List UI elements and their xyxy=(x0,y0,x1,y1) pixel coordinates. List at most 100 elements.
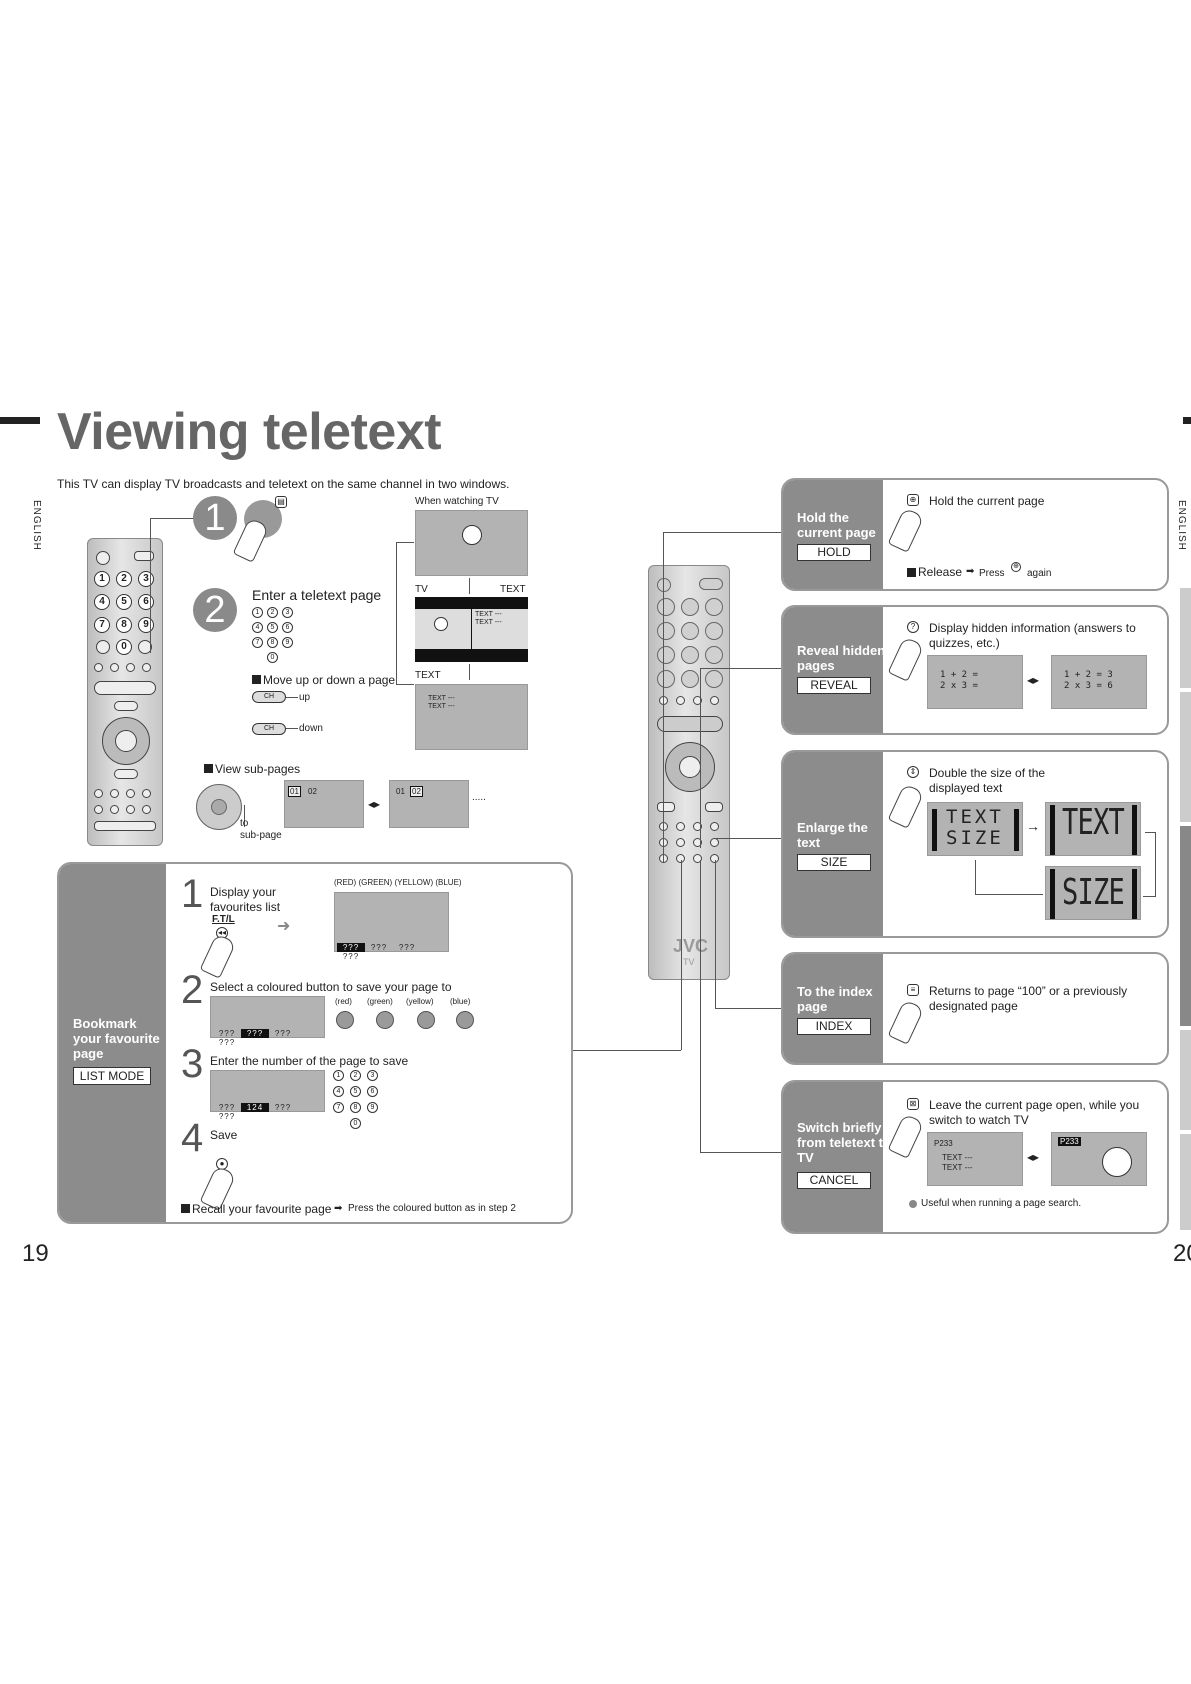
balloon-icon xyxy=(1102,1147,1132,1177)
screen-text-line: TEXT --- xyxy=(475,611,502,618)
balloon-icon xyxy=(462,525,482,545)
reveal-key: REVEAL xyxy=(797,677,871,694)
bookmark-title: Bookmark your favourite page xyxy=(73,1016,160,1061)
subpage-num: 01 xyxy=(396,787,405,796)
small-button xyxy=(126,789,135,798)
teletext-key xyxy=(693,822,702,831)
save-slot-screen: ???????????? xyxy=(210,996,325,1047)
page-number-left: 19 xyxy=(22,1240,49,1267)
favourites-tab-bar: ???????????? xyxy=(337,943,448,961)
num-button-1: 1 xyxy=(94,571,110,587)
bookmark-step-4-text: Save xyxy=(210,1128,238,1142)
move-page-text: Move up or down a page xyxy=(263,673,396,687)
num-button-4: 4 xyxy=(94,594,110,610)
mini-num-8: 8 xyxy=(350,1102,361,1113)
text-word: TEXT xyxy=(946,806,1004,828)
mini-num-7: 7 xyxy=(252,637,263,648)
text-bar xyxy=(932,809,937,851)
text-bar xyxy=(1132,805,1137,855)
bookmark-step-2-text: Select a coloured button to save your pa… xyxy=(210,980,452,994)
entry-tab-red: ??? xyxy=(218,1103,236,1112)
teletext-key xyxy=(710,822,719,831)
edge-tab xyxy=(1180,1134,1191,1230)
swap-arrow-icon: ◂▸ xyxy=(1027,1150,1040,1164)
bookmark-step-4-num: 4 xyxy=(181,1116,204,1160)
list-mode-key: LIST MODE xyxy=(73,1067,151,1085)
step-1-badge: 1 xyxy=(193,496,237,540)
save-tab-blue: ??? xyxy=(218,1038,236,1047)
recall-text: Recall your favourite page xyxy=(192,1202,332,1216)
colour-button-strip xyxy=(94,681,156,695)
teletext-key xyxy=(710,854,719,863)
screen-text-line: TEXT --- xyxy=(942,1153,973,1162)
mode-label-tv: TV xyxy=(415,584,428,595)
page-number-highlight: P233 xyxy=(1058,1137,1081,1146)
hand-pointer-icon xyxy=(232,517,270,563)
reveal-side: Reveal hidden pages REVEAL xyxy=(783,607,885,733)
bookmark-panel: Bookmark your favourite page LIST MODE 1… xyxy=(57,862,573,1224)
small-button xyxy=(693,696,702,705)
connector-line xyxy=(573,1050,681,1051)
right-arrow-icon: ➜ xyxy=(277,918,291,935)
tv-view-screen: P233 xyxy=(1051,1132,1147,1186)
answer-line: 2 x 3 = 6 xyxy=(1064,681,1113,691)
subpage-screen-1: 01 02 xyxy=(284,780,364,828)
screen-text-line: TEXT --- xyxy=(942,1163,973,1172)
small-button xyxy=(126,663,135,672)
num-button-2: 2 xyxy=(116,571,132,587)
num-button xyxy=(705,646,723,664)
text-bar xyxy=(1050,869,1055,919)
subpage-active-num: 02 xyxy=(410,786,423,797)
split-tv-half xyxy=(415,609,471,649)
mini-num-4: 4 xyxy=(252,622,263,633)
power-button xyxy=(96,551,110,565)
swap-arrow-icon: ◂▸ xyxy=(368,797,381,811)
mode-label-text-only: TEXT xyxy=(415,670,441,681)
text-button xyxy=(138,640,152,654)
quiz-line: 2 x 3 = xyxy=(940,681,978,691)
save-tab-yellow: ??? xyxy=(274,1029,292,1038)
mini-num-2: 2 xyxy=(267,607,278,618)
index-side: To the index page INDEX xyxy=(783,954,883,1063)
bracket-line xyxy=(396,542,414,543)
mini-num-5: 5 xyxy=(350,1086,361,1097)
header-bar-right xyxy=(1183,417,1191,424)
colour-label-red: (red) xyxy=(335,997,352,1006)
red-button-icon xyxy=(336,1011,354,1029)
teletext-key xyxy=(710,838,719,847)
edge-tab xyxy=(1180,588,1191,688)
tv-button xyxy=(134,551,154,561)
small-button xyxy=(94,789,103,798)
arrow-icon: ➡ xyxy=(966,566,975,577)
leader-line xyxy=(244,805,245,827)
teletext-key xyxy=(676,854,685,863)
fav-tab-green: ??? xyxy=(370,943,388,952)
subpage-screen-2: 01 02 xyxy=(389,780,469,828)
bookmark-step-3-text: Enter the number of the page to save xyxy=(210,1054,409,1068)
cancel-tip: Leave the current page open, while you s… xyxy=(929,1098,1140,1127)
mini-num-0: 0 xyxy=(267,652,278,663)
num-button-7: 7 xyxy=(94,617,110,633)
cancel-note: Useful when running a page search. xyxy=(921,1198,1082,1209)
connector-line xyxy=(663,532,664,862)
enlarge-title: Enlarge the text xyxy=(797,820,868,850)
screen-text-line: TEXT --- xyxy=(475,619,502,626)
teletext-key xyxy=(676,838,685,847)
ch-up-button xyxy=(114,701,138,711)
text-bar xyxy=(1050,805,1055,855)
screen-text-line: TEXT --- xyxy=(428,695,455,702)
mini-num-8: 8 xyxy=(267,637,278,648)
index-panel: To the index page INDEX ≡ Returns to pag… xyxy=(781,952,1169,1065)
to-subpage-label: to sub-page xyxy=(240,818,282,841)
language-tag-right: ENGLISH xyxy=(1176,500,1187,551)
hold-side: Hold the current page HOLD xyxy=(783,480,883,589)
arrow-icon: ➡ xyxy=(334,1203,343,1214)
cycle-line xyxy=(1155,832,1156,896)
bullet-dot xyxy=(909,1200,917,1208)
teletext-key xyxy=(676,822,685,831)
hold-mini-icon: ⊕ xyxy=(1011,562,1021,572)
bracket-line xyxy=(396,684,414,685)
subpage-num: 02 xyxy=(308,787,317,796)
step-2-badge: 2 xyxy=(193,588,237,632)
page-number-right: 20 xyxy=(1173,1240,1191,1267)
